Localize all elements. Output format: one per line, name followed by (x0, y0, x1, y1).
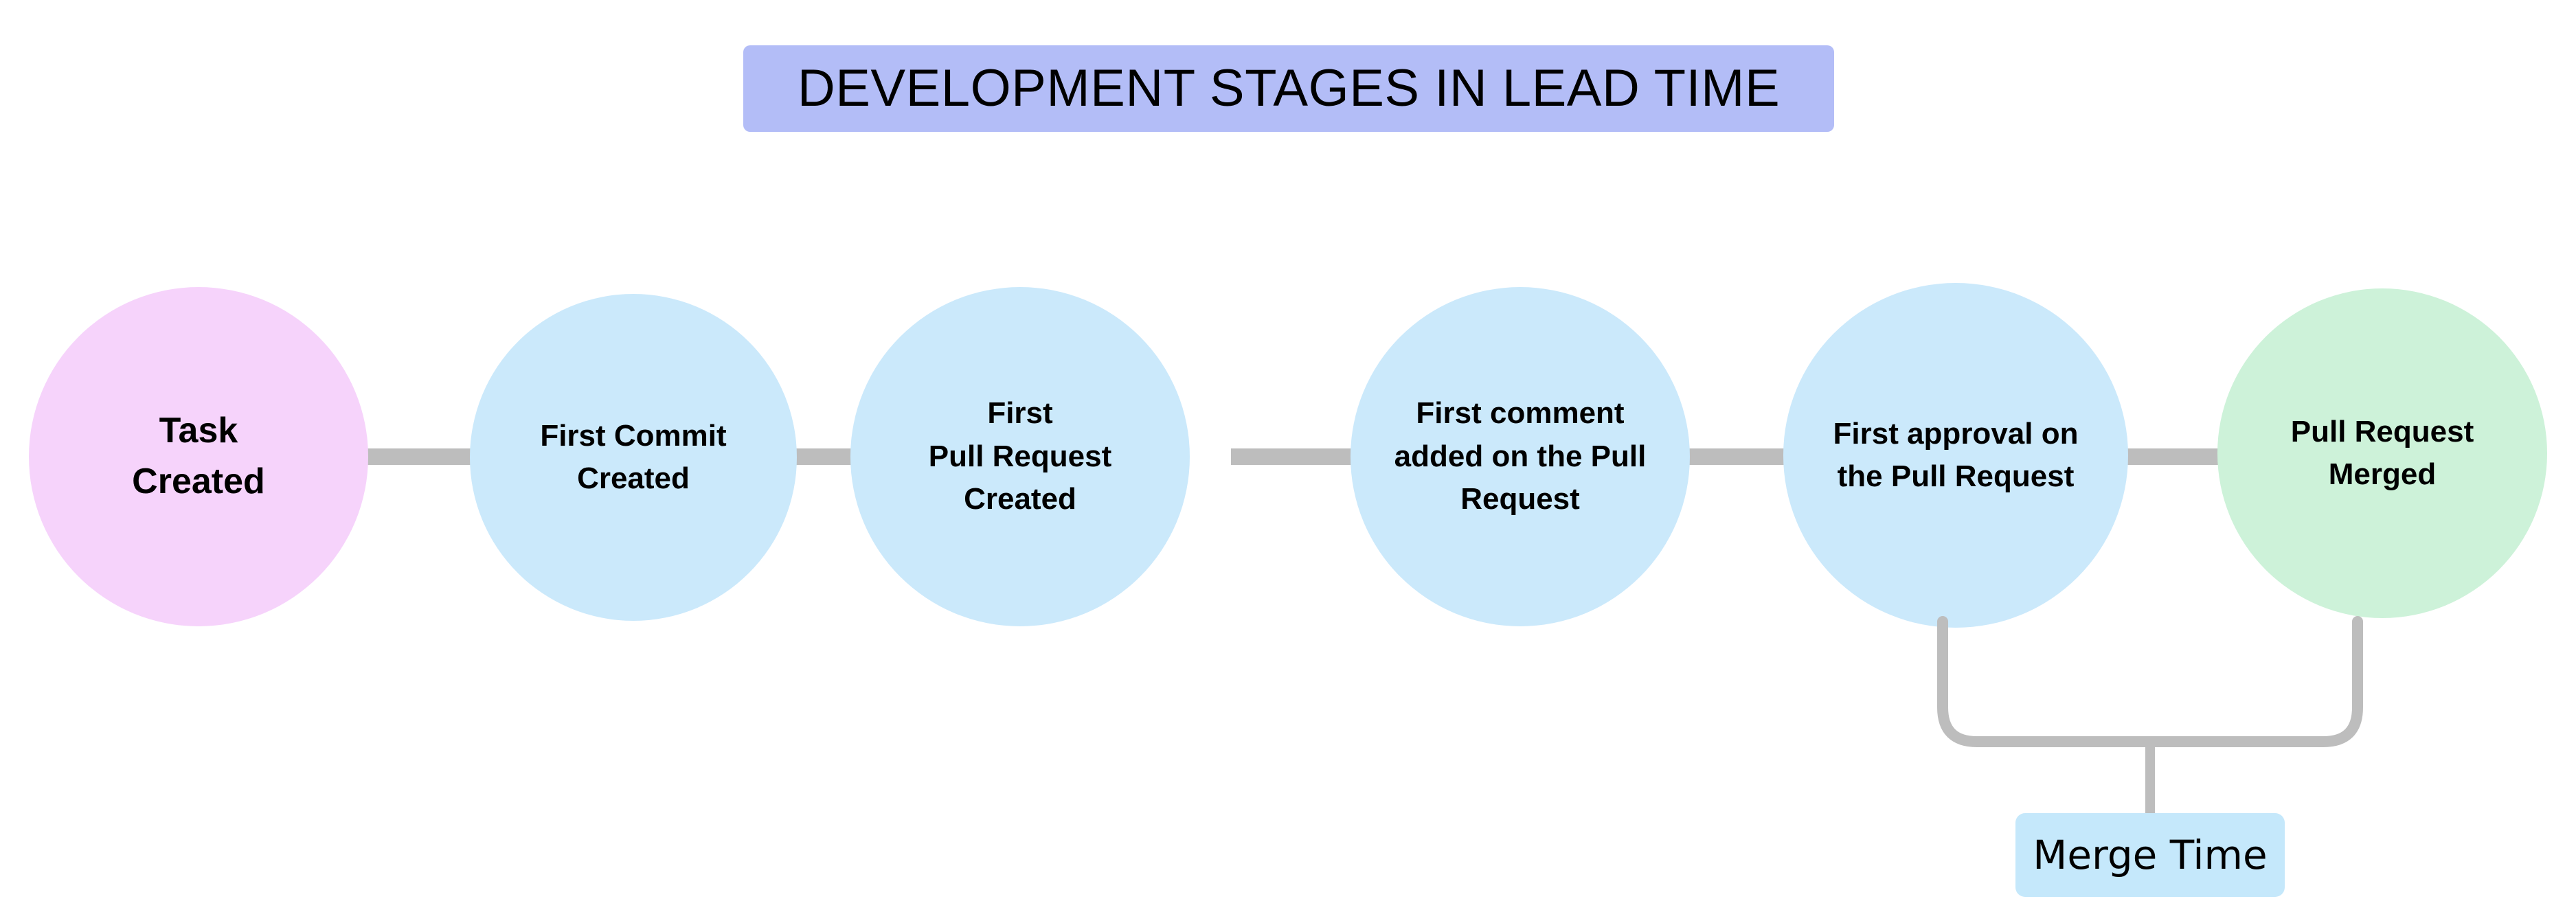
stage-node-first-pull-request-created[interactable]: First Pull Request Created (850, 287, 1190, 626)
connector-2-3 (794, 448, 852, 465)
stage-label: Task Created (132, 411, 265, 501)
stage-node-first-comment-on-pull-request[interactable]: First comment added on the Pull Request (1351, 287, 1690, 626)
page-title: DEVELOPMENT STAGES IN LEAD TIME (797, 59, 1781, 117)
stage-label: First Pull Request Created (928, 396, 1112, 516)
stage-node-pull-request-merged[interactable]: Pull Request Merged (2217, 288, 2547, 618)
stage-node-task-created[interactable]: Task Created (29, 287, 368, 626)
stage-node-first-commit-created[interactable]: First Commit Created (470, 294, 797, 621)
stage-label: First approval on the Pull Request (1833, 416, 2079, 493)
merge-time-badge[interactable]: Merge Time (2015, 813, 2285, 897)
merge-time-bracket (1937, 616, 2363, 817)
connector-4-5 (1679, 448, 1786, 465)
connector-1-2 (363, 448, 474, 465)
merge-time-label: Merge Time (2033, 832, 2268, 878)
stage-label: First Commit Created (540, 418, 727, 495)
stage-label: First comment added on the Pull Request (1394, 396, 1647, 516)
diagram-title-banner: DEVELOPMENT STAGES IN LEAD TIME (743, 45, 1834, 132)
bracket-path (1937, 616, 2363, 747)
connector-3-4 (1231, 448, 1352, 465)
stage-node-first-approval-on-pull-request[interactable]: First approval on the Pull Request (1783, 283, 2128, 628)
stage-label: Pull Request Merged (2290, 414, 2474, 491)
connector-5-6 (2114, 448, 2222, 465)
